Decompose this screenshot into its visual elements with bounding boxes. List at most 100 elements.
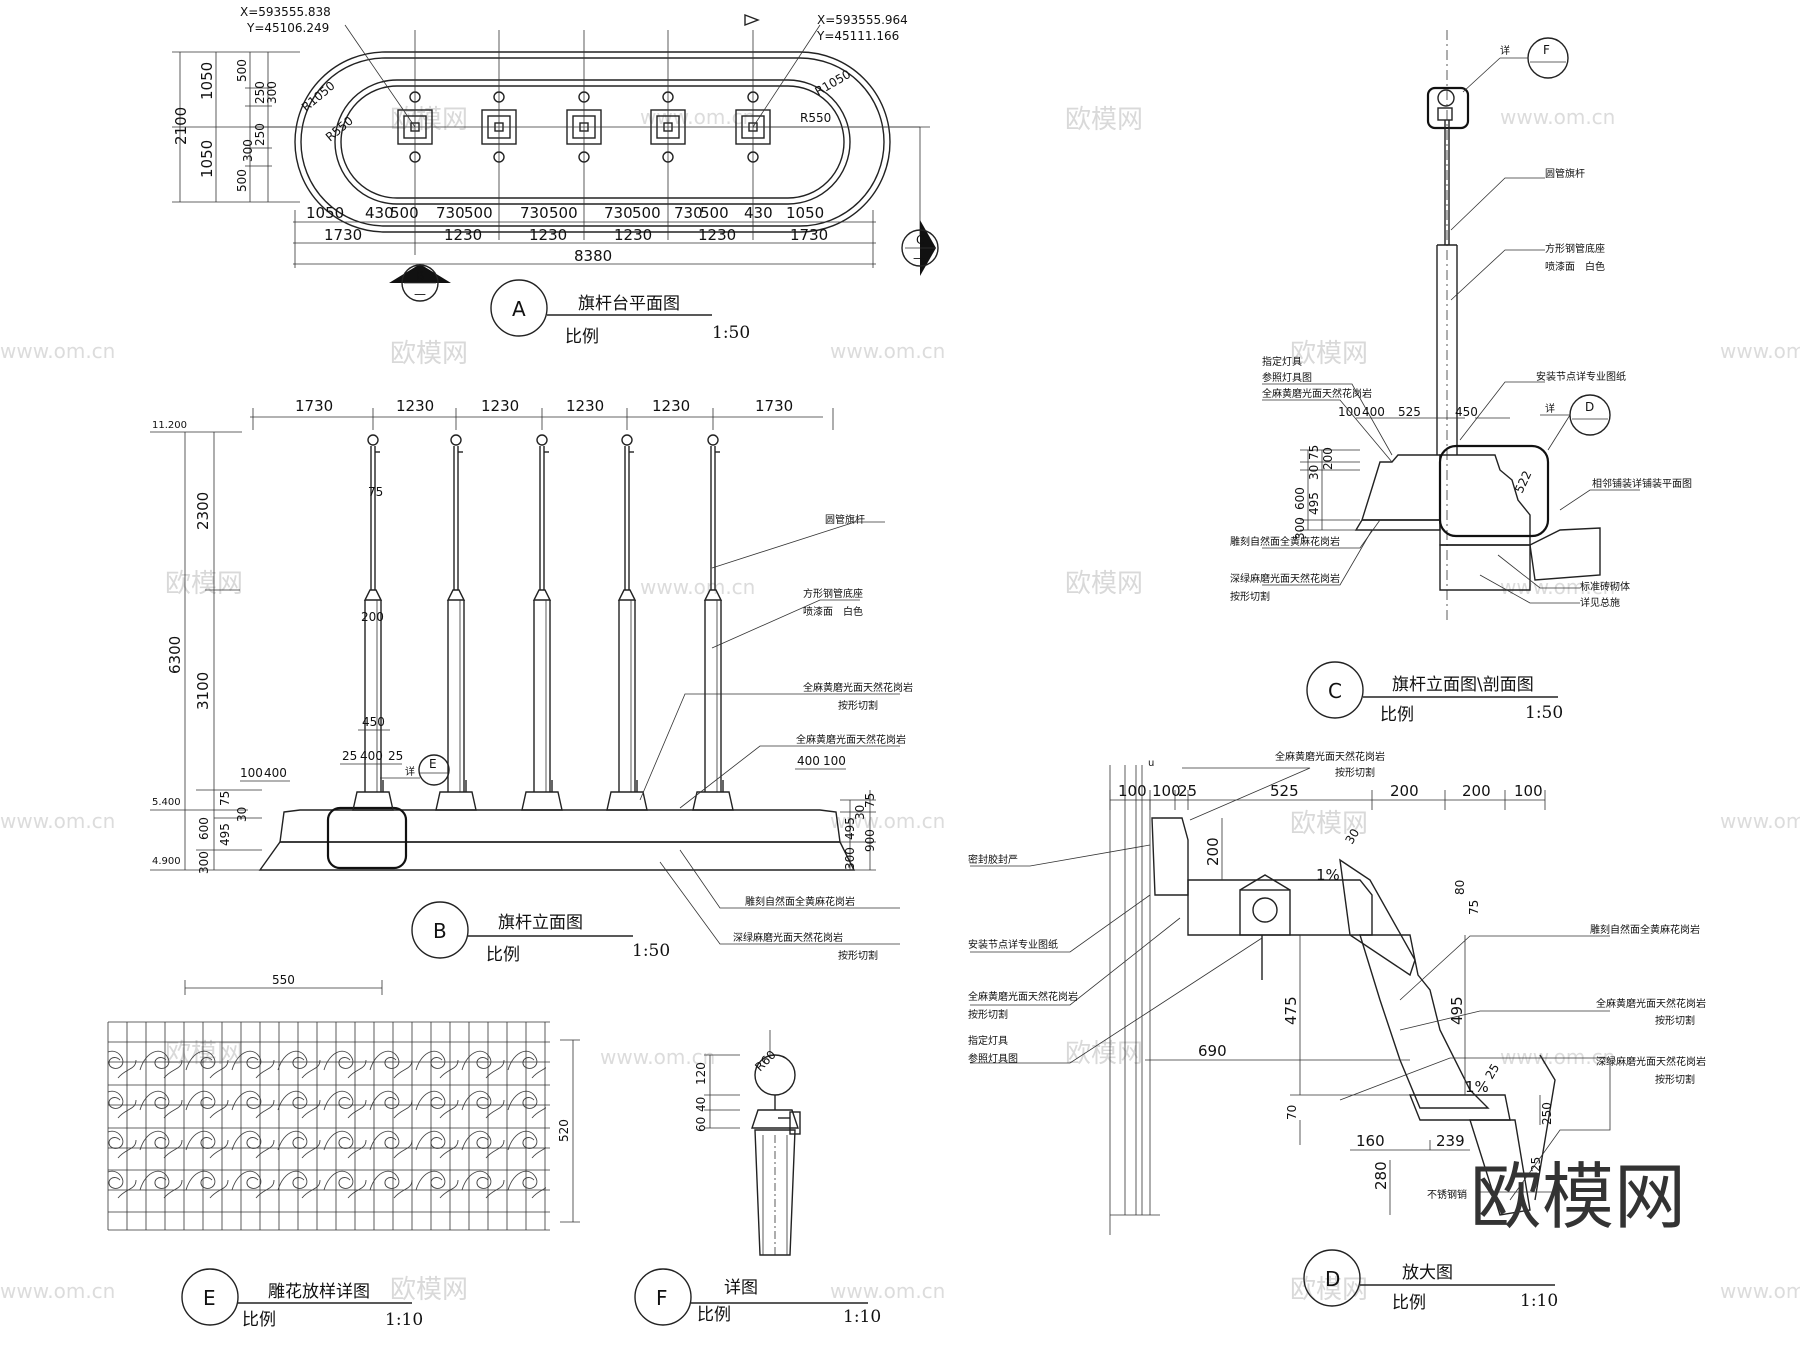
svg-text:F: F xyxy=(656,1286,668,1310)
section-right-block xyxy=(1439,454,1531,546)
svg-text:C: C xyxy=(1328,679,1342,703)
svg-text:1:10: 1:10 xyxy=(1520,1291,1558,1311)
watermark-text: 欧模网 xyxy=(390,1275,468,1305)
svg-text:比例: 比例 xyxy=(565,327,599,347)
watermark-text: 欧模网 xyxy=(1065,1039,1143,1069)
level-bottom: 4.900 xyxy=(152,856,181,867)
carving-grid xyxy=(107,1021,550,1231)
note-granite: 全麻黄磨光面天然花岗岩 xyxy=(1262,387,1372,400)
radius-outer-right: R1050 xyxy=(813,67,854,99)
granite-base xyxy=(258,841,856,871)
section-dim: 525 xyxy=(1398,405,1421,419)
plan-dim: 730 xyxy=(604,204,633,222)
svg-text:B: B xyxy=(416,269,424,283)
pole-dim: 400 xyxy=(360,749,383,763)
pole-dim: 100 xyxy=(823,754,846,768)
plan-dim: 1730 xyxy=(790,226,828,244)
watermark-text: 欧模网 xyxy=(390,339,468,369)
enlarged-dimension-lines xyxy=(1109,790,1546,1215)
section-dim: 495 xyxy=(1307,492,1321,515)
note-paving: 相邻铺装详铺装平面图 xyxy=(1592,477,1692,490)
note-cut: 按形切割 xyxy=(1230,590,1270,603)
section-dim: 300 xyxy=(1293,517,1307,540)
enl-dim: 70 xyxy=(1285,1105,1299,1120)
svg-text:详: 详 xyxy=(405,765,415,778)
plan-dim: 1050 xyxy=(306,204,344,222)
plan-dim-left: 250 xyxy=(253,81,267,104)
watermark-url: www.om.cn xyxy=(0,809,115,833)
note-square-base: 方形钢管底座 xyxy=(803,587,863,600)
elev-dim-right: 75 xyxy=(863,793,877,808)
radius-inner-right: R550 xyxy=(800,111,831,125)
watermark-url: www.om.cn xyxy=(830,1279,945,1303)
note-green-granite: 深绿麻磨光面天然花岗岩 xyxy=(1596,1055,1706,1068)
svg-text:详: 详 xyxy=(1545,402,1555,415)
coord-right-y: Y=45111.166 xyxy=(816,29,899,43)
note-cut: 按形切割 xyxy=(968,1008,1008,1021)
elev-dim-left: 6300 xyxy=(166,636,184,674)
enl-dim: 280 xyxy=(1372,1161,1390,1190)
section-dim: 30 xyxy=(1307,465,1321,480)
section-dim: 100 xyxy=(1338,405,1361,419)
svg-text:详: 详 xyxy=(1500,44,1510,57)
section-carved-block xyxy=(1361,454,1441,521)
note-square-base: 方形钢管底座 xyxy=(1545,242,1605,255)
enl-dim-top: 25 xyxy=(1178,782,1197,800)
watermark-text: 欧模网 xyxy=(1290,1275,1368,1305)
coord-right-x: X=593555.964 xyxy=(817,13,908,27)
view-title: 详图 xyxy=(724,1278,758,1298)
svg-text:C: C xyxy=(916,233,924,247)
carving-width: 550 xyxy=(272,973,295,987)
elev-dim-left: 3100 xyxy=(194,672,212,710)
note-cut: 按形切割 xyxy=(1655,1014,1695,1027)
plan-dim-left: 500 xyxy=(235,169,249,192)
enl-dim: 690 xyxy=(1198,1042,1227,1060)
plan-dim: 1230 xyxy=(529,226,567,244)
elev-dim-left: 75 xyxy=(218,791,232,806)
carving-pattern xyxy=(108,1045,546,1210)
plan-outer-outline xyxy=(294,51,891,233)
flag-poles xyxy=(352,434,734,811)
elevation-left-dimension-lines xyxy=(150,431,262,871)
watermark-url: www.om.cn xyxy=(1500,575,1615,599)
plan-left-dimension-lines xyxy=(172,51,300,203)
svg-text:比例: 比例 xyxy=(486,945,520,965)
svg-text:—: — xyxy=(913,251,925,265)
watermark-url: www.om.cn xyxy=(830,339,945,363)
title-block-b: B 旗杆立面图 比例 1:50 xyxy=(411,901,670,965)
pole-dim: 100 xyxy=(240,766,263,780)
watermark-url: www.om.cn xyxy=(1720,339,1800,363)
enl-dim-top: 100 xyxy=(1514,782,1543,800)
enl-dim: 200 xyxy=(1204,837,1222,866)
enl-dim: 495 xyxy=(1448,996,1466,1025)
note-carved: 雕刻自然面全黄麻花岗岩 xyxy=(1230,535,1340,548)
enl-dim: 250 xyxy=(1540,1102,1554,1125)
elev-dim-right: 495 xyxy=(843,817,857,840)
svg-text:—: — xyxy=(414,287,426,301)
watermark-text: 欧模网 xyxy=(1065,569,1143,599)
elev-dim-top: 1230 xyxy=(652,397,690,415)
svg-text:1:50: 1:50 xyxy=(712,323,750,343)
detail-callout-d xyxy=(1438,444,1550,538)
finial-cap xyxy=(751,1109,799,1129)
enl-dim: 75 xyxy=(1467,900,1481,915)
svg-text:比例: 比例 xyxy=(1380,705,1414,725)
enl-slope: 1% xyxy=(1465,1078,1489,1096)
plan-dim-left: 1050 xyxy=(198,140,216,178)
svg-text:1:50: 1:50 xyxy=(632,941,670,961)
section-dim: 522 xyxy=(1512,469,1534,496)
plan-dim: 1230 xyxy=(444,226,482,244)
view-title: 旗杆立面图\剖面图 xyxy=(1392,675,1534,695)
light-fixture xyxy=(1239,874,1291,980)
section-dim: 450 xyxy=(1455,405,1478,419)
enl-dim: 239 xyxy=(1436,1132,1465,1150)
title-block-a: A 旗杆台平面图 比例 1:50 xyxy=(490,279,750,347)
flag-pole xyxy=(435,434,477,811)
plan-dim: 430 xyxy=(365,204,394,222)
enlarged-leaders xyxy=(970,767,1611,1210)
finial-cap xyxy=(1437,107,1453,121)
note-green-granite: 深绿麻磨光面天然花岗岩 xyxy=(1230,572,1340,585)
